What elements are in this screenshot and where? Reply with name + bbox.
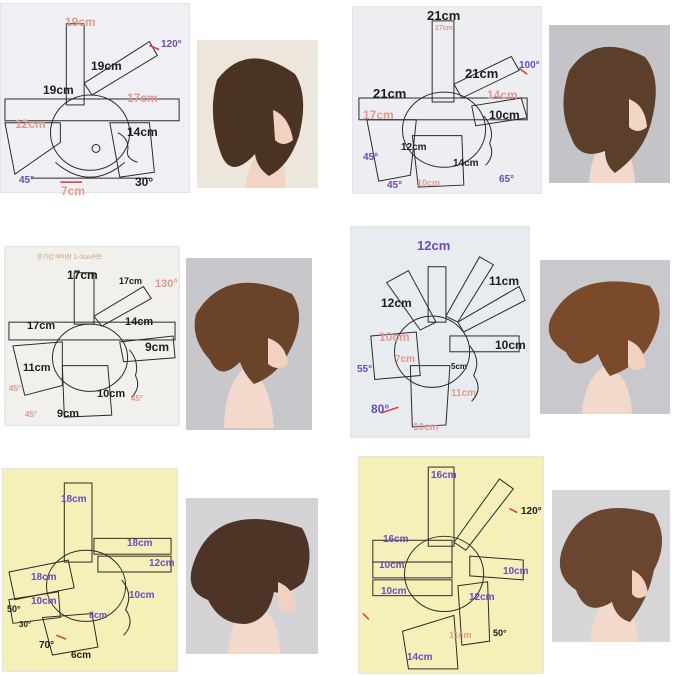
label-right: 14cm <box>125 316 154 328</box>
label-angle4: 45° <box>131 394 144 403</box>
label-long: 21cm <box>465 66 499 81</box>
label-angle1: 120° <box>161 39 182 50</box>
label-top-small: 17cm <box>119 276 143 286</box>
label-right: 10cm <box>503 566 529 577</box>
label-left3: 10cm <box>381 586 407 597</box>
label-bottom-right: 30° <box>135 175 154 189</box>
label-bottom-center: 7cm <box>61 184 86 198</box>
label-top: 12cm <box>417 238 451 253</box>
haircut-photo-5 <box>186 498 318 654</box>
label-angle1: 55° <box>357 364 373 375</box>
label-right: 14cm <box>487 88 518 102</box>
label-left: 21cm <box>373 86 407 101</box>
label-mid: 12cm <box>401 142 427 153</box>
haircut-panel-5: 18cm 18cm 12cm 18cm 10cm 10cm 50° 30° 8c… <box>0 466 340 676</box>
haircut-panel-1: 19cm 19cm 19cm 120° 12cm 17cm 14cm 45° 7… <box>0 0 340 200</box>
label-angle3: 70° <box>39 640 55 651</box>
haircut-photo-4 <box>540 260 670 414</box>
label-left: 17cm <box>27 320 56 332</box>
haircut-photo-1 <box>197 40 318 188</box>
cutting-diagram-6: 16cm 120° 16cm 10cm 10cm 10cm 12cm 11cm … <box>358 456 544 674</box>
haircut-panel-4: 12cm 11cm 12cm 10cm 7cm 10cm 55° 5cm 80°… <box>348 224 675 440</box>
label-top: 17cm <box>67 268 98 282</box>
label-nape-side: 14cm <box>127 125 158 139</box>
label-angle3: 45° <box>25 410 38 419</box>
cutting-diagram-2: 21cm 17cm 21cm 21cm 17cm 100° 14cm 10cm … <box>352 6 542 194</box>
label-bottom: 6cm <box>71 650 92 661</box>
label-small: 5cm <box>451 362 468 371</box>
label-nape: 12cm <box>469 592 495 603</box>
label-bottom: 9cm <box>57 408 80 420</box>
haircut-panel-6: 16cm 120° 16cm 10cm 10cm 10cm 12cm 11cm … <box>348 456 675 676</box>
label-right-top: 18cm <box>127 538 153 549</box>
label-angle3: 45° <box>387 180 403 191</box>
label-side: 10cm <box>489 108 520 122</box>
label-top: 18cm <box>61 494 87 505</box>
label-angle1: 100° <box>519 60 540 71</box>
diagram-lines-1 <box>4 23 180 183</box>
label-left2: 10cm <box>379 560 405 571</box>
cutting-diagram-1: 19cm 19cm 19cm 120° 12cm 17cm 14cm 45° 7… <box>0 3 190 197</box>
label-left2: 17cm <box>363 108 394 122</box>
label-angle1: 120° <box>521 506 542 517</box>
haircut-photo-3 <box>186 258 312 430</box>
label-mid: 10cm <box>97 388 126 400</box>
label-left: 18cm <box>31 572 57 583</box>
diagram-lines-4 <box>370 256 526 428</box>
cutting-diagram-3: 윤기감 바이장 1~3cm커트 17cm 17cm 130° 17cm 14cm… <box>4 246 180 426</box>
label-left: 12cm <box>15 117 46 131</box>
label-right: 17cm <box>127 91 158 105</box>
diagram-lines-6 <box>362 466 524 670</box>
label-top-small: 17cm <box>435 25 453 32</box>
label-mid: 10cm <box>379 330 410 344</box>
label-small: 11cm <box>449 630 472 640</box>
haircut-photo-6 <box>552 490 670 642</box>
label-angle1: 130° <box>155 278 178 290</box>
haircut-photo-2 <box>549 25 670 183</box>
label-nape: 14cm <box>453 158 479 169</box>
label-angle1: 50° <box>7 604 21 614</box>
label-right: 12cm <box>149 558 175 569</box>
diagram-lines-3 <box>8 272 176 418</box>
label-angle2: 80° <box>371 402 390 416</box>
label-nape-side: 11cm <box>23 362 51 374</box>
label-top: 19cm <box>65 15 96 29</box>
label-angle4: 65° <box>499 174 515 185</box>
label-bottom: 10cm <box>413 422 439 433</box>
cutting-diagram-5: 18cm 18cm 12cm 18cm 10cm 10cm 50° 30° 8c… <box>2 468 178 672</box>
label-top: 16cm <box>431 470 457 481</box>
label-mid: 10cm <box>31 596 57 607</box>
label-bottom: 10cm <box>417 178 441 188</box>
diagram-lines-2 <box>358 20 528 188</box>
haircut-panel-2: 21cm 17cm 21cm 21cm 17cm 100° 14cm 10cm … <box>348 0 675 200</box>
label-angle2: 45° <box>363 152 379 163</box>
label-side: 9cm <box>145 340 170 354</box>
label-angle2: 50° <box>493 628 507 638</box>
label-mid2: 7cm <box>395 354 416 365</box>
label-bottom: 14cm <box>407 652 433 663</box>
label-small: 8cm <box>89 610 108 620</box>
label-right: 10cm <box>495 338 526 352</box>
label-top: 21cm <box>427 8 461 23</box>
diagram-note: 윤기감 바이장 1~3cm커트 <box>37 255 103 261</box>
label-angle2: 30° <box>19 620 32 629</box>
haircut-panel-3: 윤기감 바이장 1~3cm커트 17cm 17cm 130° 17cm 14cm… <box>0 240 340 430</box>
label-angle2: 45° <box>9 384 22 393</box>
label-long: 19cm <box>91 59 122 73</box>
label-crown: 19cm <box>43 83 74 97</box>
cutting-diagram-4: 12cm 11cm 12cm 10cm 7cm 10cm 55° 5cm 80°… <box>350 226 530 438</box>
label-bottom-left: 45° <box>19 175 35 186</box>
label-left: 12cm <box>381 296 412 310</box>
diagram-lines-5 <box>8 482 172 656</box>
label-nape: 11cm <box>451 388 477 399</box>
label-right-top: 11cm <box>489 274 520 288</box>
label-left: 16cm <box>383 534 409 545</box>
label-mid2: 10cm <box>129 590 155 601</box>
